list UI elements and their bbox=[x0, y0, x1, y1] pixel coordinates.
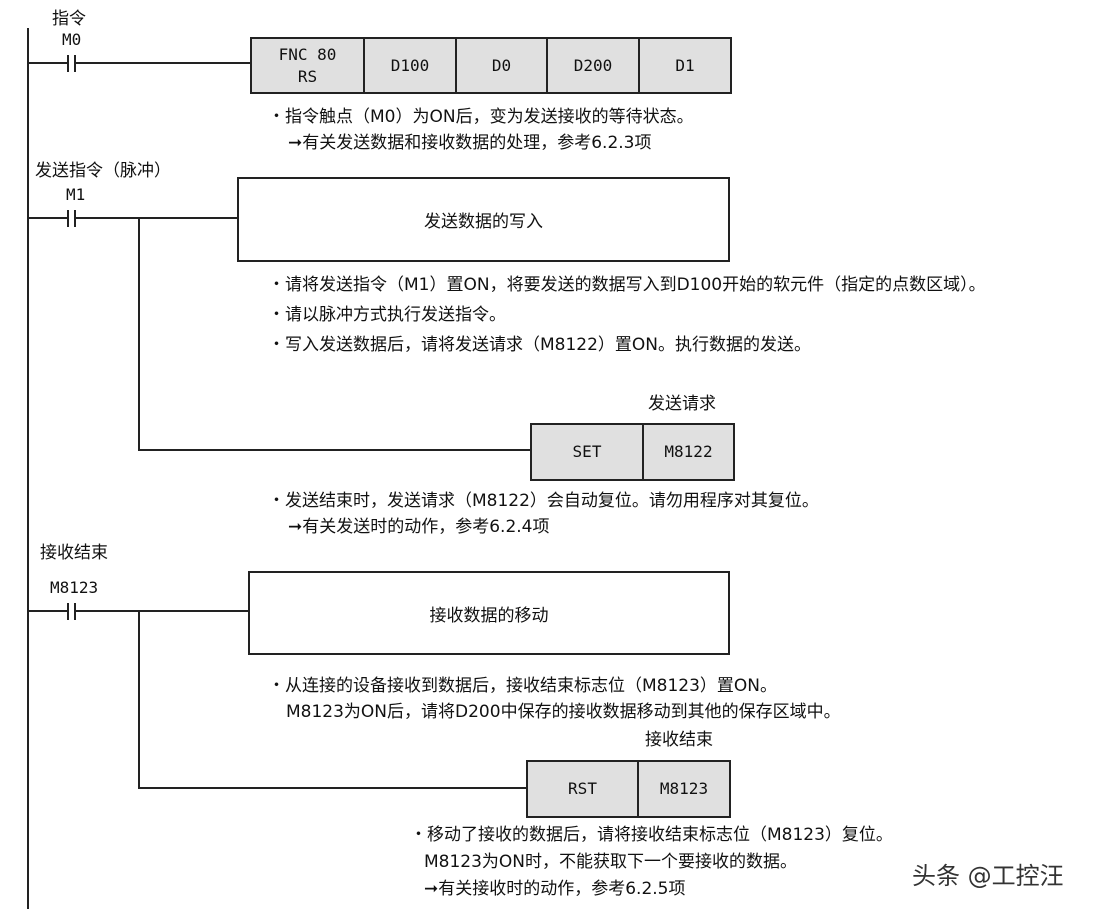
note: ・移动了接收的数据后，请将接收结束标志位（M8123）复位。 bbox=[410, 825, 893, 845]
operand-cell: D100 bbox=[364, 38, 456, 93]
coil-label: 接收结束 bbox=[645, 730, 713, 750]
contact-m0 bbox=[28, 55, 250, 72]
write-send-data-block: 发送数据的写入 bbox=[237, 177, 730, 262]
operand-cell: D1 bbox=[639, 38, 731, 93]
note: ・请将发送指令（M1）置ON，将要发送的数据写入到D100开始的软元件（指定的点… bbox=[268, 275, 986, 295]
coil-label: 发送请求 bbox=[648, 394, 716, 414]
device-cell: M8122 bbox=[643, 424, 734, 480]
note: ・请以脉冲方式执行发送指令。 bbox=[268, 305, 506, 325]
note: M8123为ON时，不能获取下一个要接收的数据。 bbox=[424, 852, 798, 872]
note: ・指令触点（M0）为ON后，变为发送接收的等待状态。 bbox=[268, 107, 694, 127]
rung3-label: 接收结束 bbox=[40, 543, 108, 563]
rung2-label: 发送指令（脉冲） bbox=[35, 161, 171, 181]
rst-op-cell: RST bbox=[527, 761, 638, 817]
contact-m1 bbox=[28, 210, 237, 227]
branch-wire-3 bbox=[138, 611, 526, 789]
rung3-contact-label: M8123 bbox=[50, 578, 99, 597]
watermark: 头条 @工控汪 bbox=[912, 862, 1064, 890]
rung1-contact-label: M0 bbox=[62, 30, 82, 49]
note: M8123为ON后，请将D200中保存的接收数据移动到其他的保存区域中。 bbox=[286, 702, 841, 722]
note: ・从连接的设备接收到数据后，接收结束标志位（M8123）置ON。 bbox=[268, 676, 778, 696]
set-coil-block: SET M8122 bbox=[530, 423, 735, 481]
note: ➞有关接收时的动作，参考6.2.5项 bbox=[424, 879, 686, 899]
branch-wire-2 bbox=[138, 218, 530, 451]
device-cell: M8123 bbox=[638, 761, 730, 817]
note: ・写入发送数据后，请将发送请求（M8122）置ON。执行数据的发送。 bbox=[268, 335, 812, 355]
operand-cell: D200 bbox=[547, 38, 639, 93]
note: ➞有关发送时的动作，参考6.2.4项 bbox=[288, 517, 550, 537]
contact-m8123 bbox=[28, 603, 248, 620]
rst-coil-block: RST M8123 bbox=[526, 760, 731, 818]
set-op-cell: SET bbox=[531, 424, 643, 480]
note: ➞有关发送数据和接收数据的处理，参考6.2.3项 bbox=[288, 133, 652, 153]
operand-cell: D0 bbox=[456, 38, 547, 93]
rung1-label: 指令 bbox=[52, 9, 86, 29]
rung2-contact-label: M1 bbox=[66, 185, 86, 204]
note: ・发送结束时，发送请求（M8122）会自动复位。请勿用程序对其复位。 bbox=[268, 491, 819, 511]
move-receive-data-block: 接收数据的移动 bbox=[248, 571, 730, 655]
